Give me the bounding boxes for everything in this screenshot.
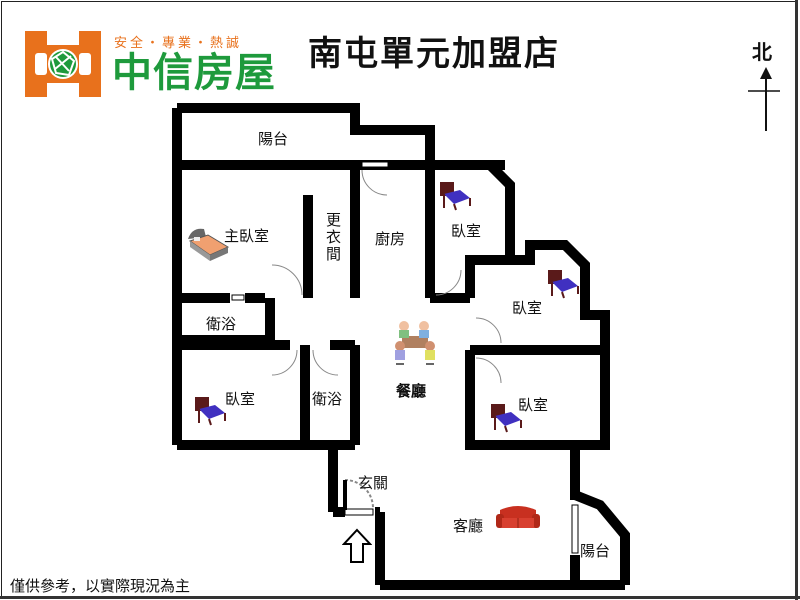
bed-icon bbox=[440, 182, 471, 211]
brand-slogan: 安全・專業・熱誠 bbox=[114, 36, 243, 51]
frame-shadow-right bbox=[795, 0, 798, 600]
room-bedroom-sw: 臥室 bbox=[225, 390, 256, 408]
room-bedroom-ne: 臥室 bbox=[451, 222, 482, 240]
room-bathroom-common: 衛浴 bbox=[312, 390, 343, 408]
bed-icon bbox=[548, 270, 579, 299]
room-balcony-north: 陽台 bbox=[258, 130, 289, 148]
room-bedroom-se: 臥室 bbox=[518, 396, 549, 414]
bed-icon bbox=[491, 404, 522, 433]
room-bathroom-master: 衛浴 bbox=[206, 315, 237, 333]
room-living: 客廳 bbox=[453, 517, 484, 535]
store-name: 南屯單元加盟店 bbox=[308, 34, 560, 74]
brand-logo-icon bbox=[25, 31, 101, 97]
entry-arrow-icon bbox=[342, 528, 372, 563]
room-master-bedroom: 主臥室 bbox=[224, 227, 270, 245]
frame-shadow-bottom bbox=[0, 596, 800, 599]
double-bed-icon bbox=[188, 228, 230, 261]
room-bedroom-east: 臥室 bbox=[512, 299, 543, 317]
room-dining: 餐廳 bbox=[396, 382, 427, 400]
sofa-icon bbox=[496, 506, 540, 528]
room-balcony-south: 陽台 bbox=[580, 542, 611, 560]
dining-table-icon bbox=[395, 321, 435, 365]
room-walk-in-closet: 更衣間 bbox=[324, 212, 342, 263]
bed-icon bbox=[195, 397, 226, 426]
north-arrow-icon bbox=[748, 67, 780, 131]
room-kitchen: 廚房 bbox=[375, 230, 406, 248]
disclaimer: 僅供參考，以實際現況為主 bbox=[10, 577, 191, 595]
room-entrance: 玄關 bbox=[358, 474, 389, 492]
brand-name: 中信房屋 bbox=[112, 50, 276, 96]
north-label: 北 bbox=[752, 40, 772, 64]
